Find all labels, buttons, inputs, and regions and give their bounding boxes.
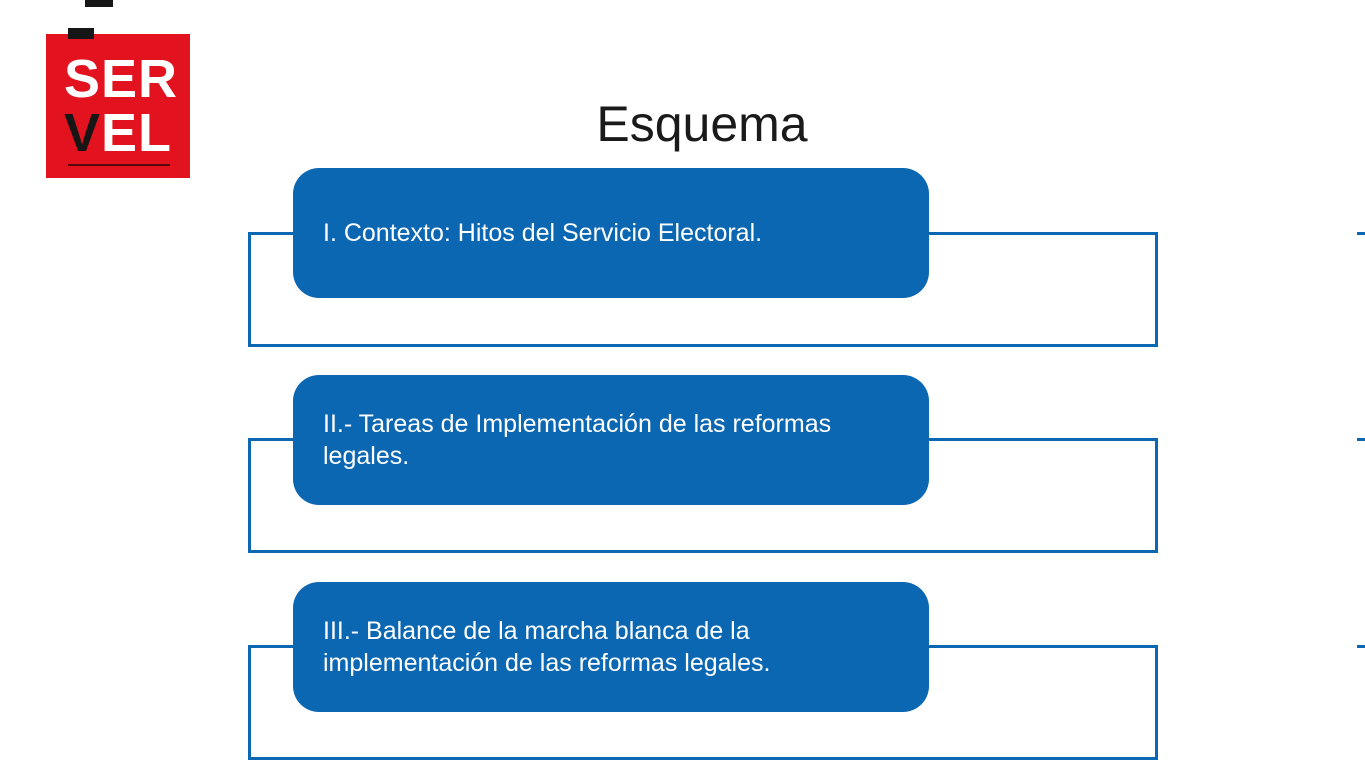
logo-top-accent-mark [85, 0, 113, 7]
scheme-item-3-cutoff-line [1357, 645, 1365, 648]
servel-logo: SER VEL [46, 0, 196, 185]
logo-underline [68, 164, 170, 166]
scheme-item-2-label: II.- Tareas de Implementación de las ref… [323, 410, 832, 470]
logo-v-label: V [64, 103, 102, 163]
scheme-item-1-cutoff-line [1357, 232, 1365, 235]
logo-text-ser: SER [64, 52, 177, 106]
logo-text-vel: VEL [64, 106, 174, 160]
scheme-item-1-box: I. Contexto: Hitos del Servicio Electora… [293, 168, 929, 298]
logo-black-accent-mark [68, 28, 94, 39]
scheme-item-2-box: II.- Tareas de Implementación de las ref… [293, 375, 929, 505]
slide-title: Esquema [596, 96, 808, 152]
scheme-item-3-label: III.- Balance de la marcha blanca de la … [323, 617, 771, 677]
logo-el-label: EL [101, 103, 173, 163]
logo-red-square [46, 34, 190, 178]
scheme-item-1-label: I. Contexto: Hitos del Servicio Electora… [323, 219, 763, 247]
logo-ser-label: SER [64, 49, 179, 109]
scheme-item-2-cutoff-line [1357, 438, 1365, 441]
scheme-item-3-box: III.- Balance de la marcha blanca de la … [293, 582, 929, 712]
